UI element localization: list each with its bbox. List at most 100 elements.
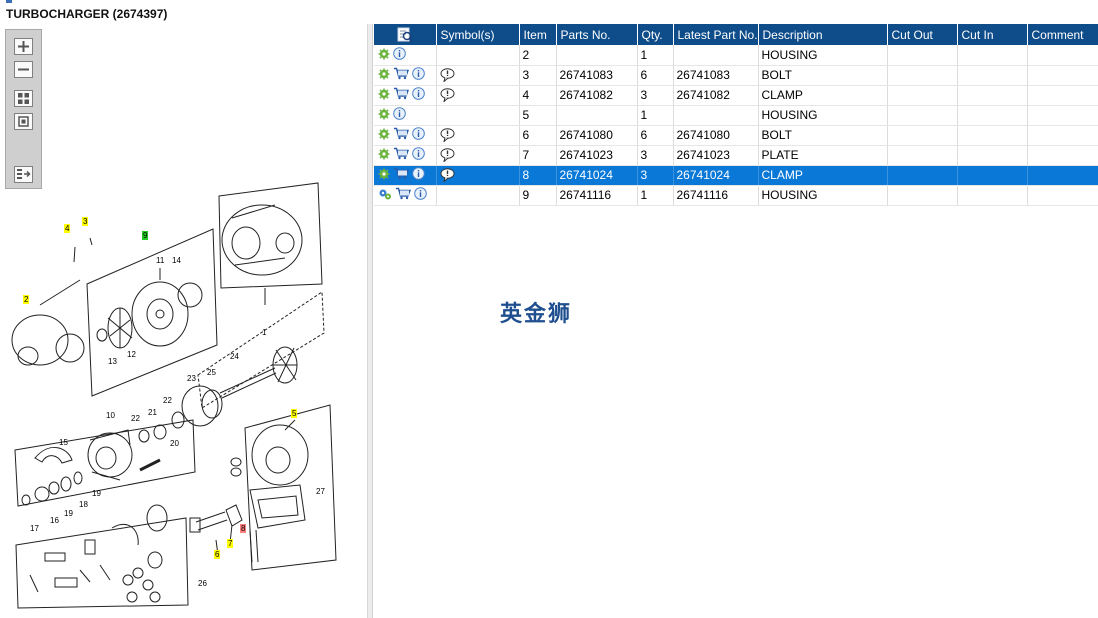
callout-21[interactable]: 21 xyxy=(148,408,157,417)
callout-24[interactable]: 24 xyxy=(230,352,239,361)
cell-qty: 1 xyxy=(637,105,674,126)
callout-7[interactable]: 7 xyxy=(227,539,234,548)
callout-27[interactable]: 27 xyxy=(316,487,325,496)
cell-latest-part-no: 26741083 xyxy=(673,65,759,86)
callout-20[interactable]: 20 xyxy=(170,439,179,448)
fit-page-button[interactable] xyxy=(14,113,33,130)
cell-qty: 1 xyxy=(637,185,674,206)
callout-1[interactable]: 1 xyxy=(262,328,267,337)
zoom-out-button[interactable] xyxy=(14,61,33,78)
row-actions xyxy=(374,65,437,86)
info-icon[interactable] xyxy=(412,127,425,141)
zoom-in-button[interactable] xyxy=(14,38,33,55)
callout-5[interactable]: 5 xyxy=(291,409,298,418)
callout-13[interactable]: 13 xyxy=(108,357,117,366)
callout-17[interactable]: 17 xyxy=(30,524,39,533)
column-header-actions[interactable] xyxy=(374,24,437,45)
note-balloon-icon[interactable] xyxy=(440,148,455,163)
callout-12[interactable]: 12 xyxy=(127,350,136,359)
cell-description: HOUSING xyxy=(758,45,888,66)
gear-icon[interactable] xyxy=(378,48,390,60)
export-button[interactable] xyxy=(14,166,33,183)
callout-19b[interactable]: 19 xyxy=(92,489,101,498)
gear-icon[interactable] xyxy=(378,108,390,120)
cell-parts-no xyxy=(556,45,638,66)
callout-9[interactable]: 9 xyxy=(142,231,149,240)
shopping-cart-icon[interactable] xyxy=(393,87,409,100)
callout-22b[interactable]: 22 xyxy=(163,396,172,405)
info-icon[interactable] xyxy=(412,67,425,81)
gear-icon[interactable] xyxy=(378,88,390,100)
column-header-parts-no[interactable]: Parts No. xyxy=(556,24,638,45)
gear-icon[interactable] xyxy=(378,168,390,180)
callout-14[interactable]: 14 xyxy=(172,256,181,265)
column-header-item[interactable]: Item xyxy=(519,24,557,45)
callout-25[interactable]: 25 xyxy=(207,368,216,377)
callout-3[interactable]: 3 xyxy=(82,217,89,226)
column-header-symbols[interactable]: Symbol(s) xyxy=(436,24,520,45)
note-balloon-icon[interactable] xyxy=(440,128,455,143)
cell-cut-out xyxy=(887,125,958,146)
info-icon[interactable] xyxy=(412,167,425,181)
callout-26[interactable]: 26 xyxy=(198,579,207,588)
row-actions xyxy=(374,85,437,106)
search-parts-icon[interactable] xyxy=(397,27,413,43)
callout-16[interactable]: 16 xyxy=(50,516,59,525)
callout-2[interactable]: 2 xyxy=(23,295,30,304)
shopping-cart-icon[interactable] xyxy=(393,147,409,160)
info-icon[interactable] xyxy=(414,187,427,201)
zoom-out-icon xyxy=(18,68,29,71)
callout-15[interactable]: 15 xyxy=(59,438,68,447)
cell-parts-no: 26741023 xyxy=(556,145,638,166)
callout-19a[interactable]: 19 xyxy=(64,509,73,518)
info-icon[interactable] xyxy=(393,107,406,121)
fit-all-button[interactable] xyxy=(14,90,33,107)
note-balloon-icon[interactable] xyxy=(440,68,455,83)
cell-description: CLAMP xyxy=(758,165,888,186)
info-icon[interactable] xyxy=(412,87,425,101)
diagram-pane[interactable]: 1 2 3 4 5 6 7 8 9 10 11 12 13 14 15 16 1… xyxy=(0,24,368,618)
column-header-comment[interactable]: Comment xyxy=(1027,24,1098,45)
pane-splitter[interactable] xyxy=(368,24,373,618)
note-balloon-icon[interactable] xyxy=(440,88,455,103)
zoom-in-icon xyxy=(18,41,29,52)
assembly-gear-icon[interactable] xyxy=(378,188,392,200)
fit-page-icon xyxy=(18,116,29,127)
shopping-cart-icon[interactable] xyxy=(395,187,411,200)
cell-comment xyxy=(1027,105,1098,126)
column-header-cut-out[interactable]: Cut Out xyxy=(887,24,958,45)
callout-23[interactable]: 23 xyxy=(187,374,196,383)
gear-icon[interactable] xyxy=(378,128,390,140)
note-balloon-icon[interactable] xyxy=(440,168,455,183)
gear-icon[interactable] xyxy=(378,68,390,80)
callout-11[interactable]: 11 xyxy=(156,256,165,265)
column-header-description[interactable]: Description xyxy=(758,24,888,45)
info-icon[interactable] xyxy=(412,147,425,161)
callout-8[interactable]: 8 xyxy=(240,524,247,533)
callout-6[interactable]: 6 xyxy=(214,550,221,559)
cell-qty: 3 xyxy=(637,145,674,166)
shopping-cart-icon[interactable] xyxy=(393,167,409,180)
shopping-cart-icon[interactable] xyxy=(393,127,409,140)
column-header-qty[interactable]: Qty. xyxy=(637,24,674,45)
cell-qty: 3 xyxy=(637,85,674,106)
shopping-cart-icon[interactable] xyxy=(393,67,409,80)
gear-icon[interactable] xyxy=(378,148,390,160)
callout-10[interactable]: 10 xyxy=(106,411,115,420)
callout-22a[interactable]: 22 xyxy=(131,414,140,423)
callout-4[interactable]: 4 xyxy=(64,224,71,233)
cell-cut-out xyxy=(887,85,958,106)
column-header-cut-in[interactable]: Cut In xyxy=(957,24,1028,45)
callout-18[interactable]: 18 xyxy=(79,500,88,509)
info-icon[interactable] xyxy=(393,47,406,60)
column-header-latest-part-no[interactable]: Latest Part No. xyxy=(673,24,759,45)
cell-parts-no: 26741080 xyxy=(556,125,638,146)
